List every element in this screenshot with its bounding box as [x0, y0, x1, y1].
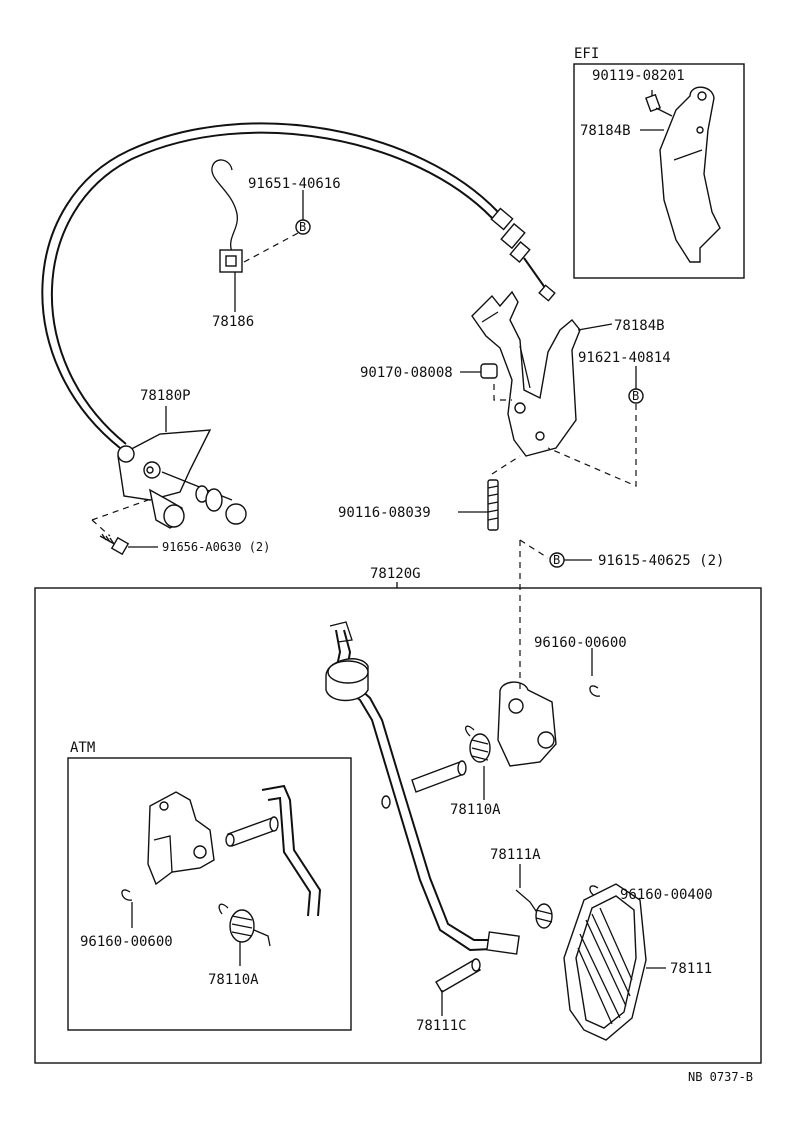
callout-90119-08201: 90119-08201 — [592, 68, 685, 84]
atm-lever — [261, 784, 322, 917]
callout-78184b-efi: 78184B — [580, 123, 631, 139]
callout-96160-00600-atm: 96160-00600 — [80, 934, 173, 950]
callout-78184b: 78184B — [614, 318, 665, 334]
callout-78180p: 78180P — [140, 388, 191, 404]
callout-78110a-atm: 78110A — [208, 972, 259, 988]
pedal-bracket — [497, 539, 557, 767]
spring-78111a — [515, 864, 553, 929]
atm-section: ATM — [67, 740, 352, 1031]
callout-91615-40625: 91615-40625 (2) — [598, 553, 724, 569]
leader-91621-dashed — [547, 404, 637, 487]
marker-b-text: B — [553, 553, 560, 567]
drawing-code: NB 0737-B — [688, 1070, 753, 1084]
callout-90170-08008: 90170-08008 — [360, 365, 453, 381]
callout-78111a: 78111A — [490, 847, 541, 863]
bolt-91656-a0630 — [99, 533, 158, 556]
stud-90116-08039 — [458, 455, 521, 531]
marker-b-text: B — [632, 389, 639, 403]
assembly-label: 78120G — [370, 566, 421, 582]
efi-section: EFI — [573, 46, 745, 279]
marker-b-text: B — [299, 220, 306, 234]
pin-78111c — [435, 958, 481, 1016]
callout-96160-00400: 96160-00400 — [620, 887, 713, 903]
callout-91651-40616: 91651-40616 — [248, 176, 341, 192]
callout-96160-00600-main: 96160-00600 — [534, 635, 627, 651]
callout-90116-08039: 90116-08039 — [338, 505, 431, 521]
callout-78186: 78186 — [212, 314, 254, 330]
pedal-lever — [325, 621, 520, 955]
callout-91621-40814: 91621-40814 — [578, 350, 671, 366]
marker-b-91615: B — [549, 552, 592, 568]
marker-b-91651: B — [295, 190, 311, 235]
atm-spring — [218, 903, 271, 966]
atm-label: ATM — [70, 740, 95, 756]
atm-shaft — [225, 816, 279, 847]
assembly-section: 78120G — [34, 566, 762, 1064]
cable-bracket-78180p — [91, 406, 247, 537]
atm-bracket — [147, 791, 215, 886]
cable-hook-78186 — [211, 159, 301, 312]
efi-label: EFI — [574, 46, 599, 62]
callout-91656-a0630: 91656-A0630 (2) — [162, 540, 270, 554]
pedal-pad-78111 — [563, 883, 666, 1041]
callout-78111: 78111 — [670, 961, 712, 977]
accelerator-cable — [41, 122, 556, 449]
nut-90170-08008 — [460, 363, 498, 379]
marker-b-91621: B — [628, 366, 644, 404]
pivot-shaft — [381, 760, 467, 809]
callout-78111c: 78111C — [416, 1018, 467, 1034]
callout-78110a-main: 78110A — [450, 802, 501, 818]
e-ring-96160-00600 — [589, 648, 601, 697]
atm-e-ring — [121, 889, 133, 928]
efi-bracket-78184b — [640, 86, 721, 263]
throttle-bracket — [471, 290, 613, 457]
return-spring-78110a — [465, 725, 491, 800]
